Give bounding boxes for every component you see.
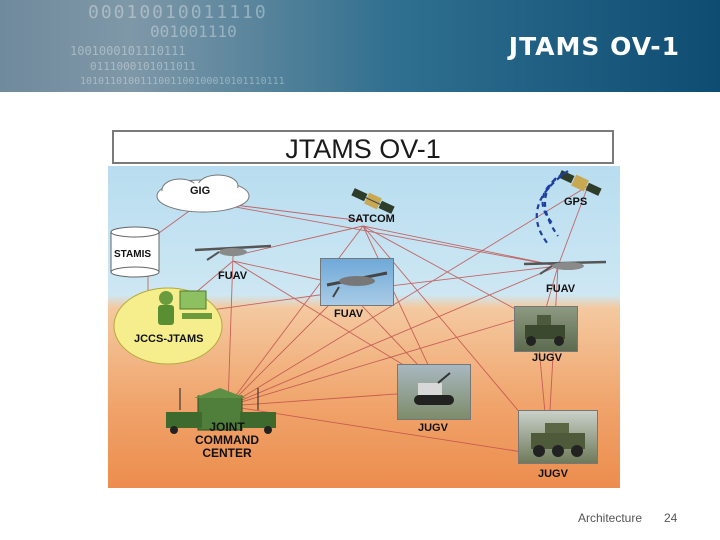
jcc-label-line: COMMAND — [195, 433, 259, 447]
page-number: 24 — [664, 511, 678, 525]
binary-pattern-line: 00010010011110 — [88, 2, 268, 23]
link-line — [227, 255, 234, 407]
robot-vehicle-icon — [525, 315, 565, 346]
link-line — [362, 225, 529, 317]
joint-command-center-label: JOINT COMMAND CENTER — [188, 421, 266, 460]
link-line — [362, 225, 439, 387]
ov1-figure: JTAMS OV-1 — [108, 126, 620, 488]
binary-pattern-line: 1010110100111001100100010101110111 — [80, 76, 285, 87]
link-line — [362, 225, 559, 267]
joint-command-center-icon — [166, 388, 276, 434]
figure-title-box: JTAMS OV-1 — [112, 130, 614, 164]
jcc-label-line: CENTER — [202, 446, 252, 460]
link-line — [227, 225, 364, 407]
fuav-center-photo — [320, 258, 394, 306]
fuav-right-label: FUAV — [546, 283, 576, 295]
figure-title: JTAMS OV-1 — [285, 134, 441, 164]
gps-signal-icon — [535, 170, 569, 245]
stamis-label: STAMIS — [114, 249, 152, 260]
slide-title: JTAMS OV-1 — [508, 32, 680, 61]
binary-pattern-line: 0111000101011011 — [90, 60, 196, 73]
tracked-robot-icon — [414, 372, 454, 405]
operational-scene: GIG SATCOM GPS STAMIS FUAV FUAV FUAV JCC… — [108, 166, 620, 488]
jugv-bottom-label: JUGV — [538, 468, 568, 480]
jugv-right-label: JUGV — [532, 352, 562, 364]
stamis-database-icon — [110, 226, 160, 278]
operator-icon — [158, 290, 212, 325]
jugv-center-photo — [397, 364, 471, 420]
gig-cloud-icon — [156, 174, 250, 213]
binary-pattern-line: 1001000101110111 — [70, 44, 186, 58]
satcom-label: SATCOM — [348, 213, 395, 225]
jugv-bottom-photo — [518, 410, 598, 464]
link-line — [227, 315, 529, 407]
fuav-right-icon — [523, 260, 607, 275]
gps-label: GPS — [564, 196, 588, 208]
link-line — [202, 200, 559, 267]
fuav-center-label: FUAV — [334, 308, 364, 320]
link-line — [557, 185, 589, 267]
jugv-center-label: JUGV — [418, 422, 448, 434]
binary-pattern-line: 001001110 — [150, 22, 237, 41]
jugv-right-photo — [514, 306, 578, 352]
link-line — [227, 285, 349, 407]
armored-ugv-icon — [531, 423, 585, 457]
satcom-satellite-icon — [351, 188, 395, 214]
gig-label: GIG — [190, 185, 211, 197]
header-banner: 00010010011110 001001110 100100010111011… — [0, 0, 720, 92]
fuav-left-icon — [194, 244, 272, 261]
link-line — [227, 185, 589, 407]
link-line — [227, 265, 559, 407]
fuav-left-label: FUAV — [218, 270, 248, 282]
uav-aircraft-icon — [326, 271, 388, 298]
jcc-label-line: JOINT — [209, 420, 245, 434]
footer-section-label: Architecture — [578, 511, 643, 525]
link-line — [232, 225, 364, 257]
link-line — [227, 405, 549, 457]
jccs-jtams-label: JCCS-JTAMS — [134, 333, 204, 345]
